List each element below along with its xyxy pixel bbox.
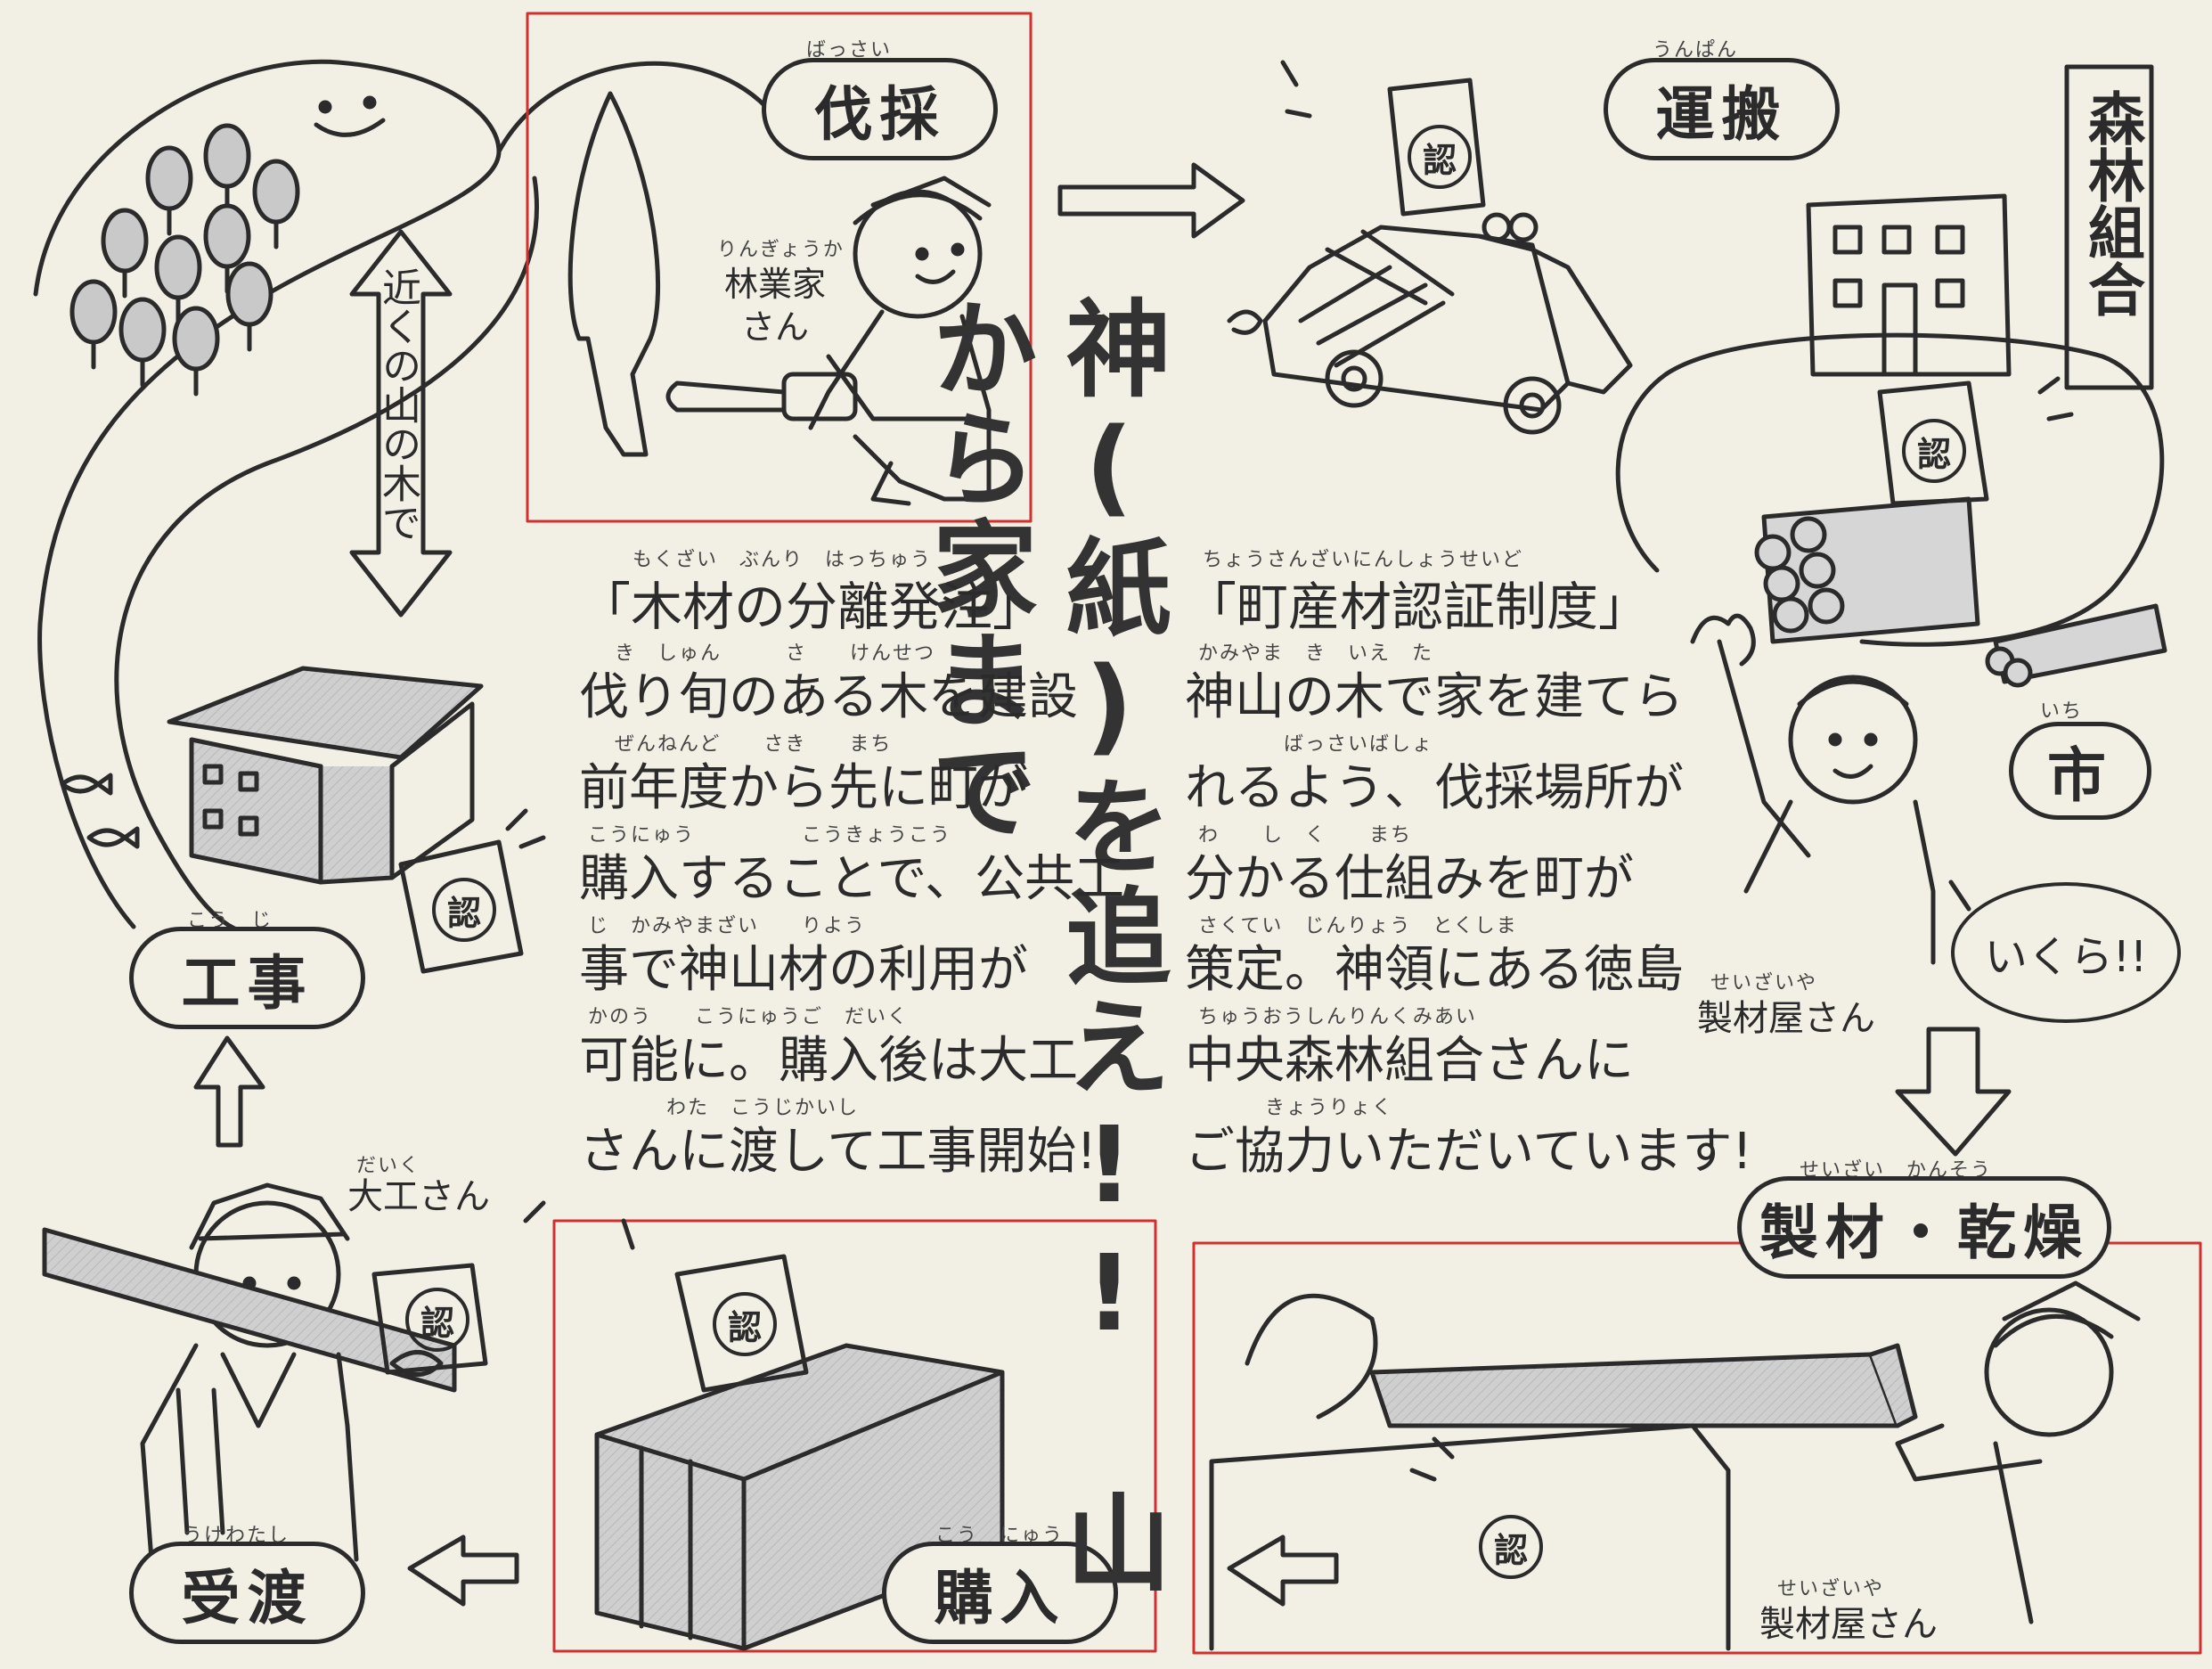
right-ruby-3: わ し く まち bbox=[1198, 824, 1413, 847]
nin-stamp-kounyu: 認 bbox=[713, 1292, 777, 1356]
left-ruby-4: じ かみやまざい りよう bbox=[588, 915, 867, 937]
unpan-ruby: うんぱん bbox=[1653, 39, 1739, 61]
seizaiya-bottom-ruby: せいざいや bbox=[1777, 1578, 1885, 1600]
step-ukewatashi-label: 受渡 bbox=[181, 1563, 314, 1632]
ringyouka-ruby: りんぎょうか bbox=[717, 239, 845, 261]
daiku-label: 大工さん bbox=[347, 1176, 490, 1217]
step-seizai-label: 製材・乾燥 bbox=[1759, 1198, 2089, 1267]
left-ruby-1: き しゅん さ けんせつ bbox=[615, 642, 936, 665]
chikaku-arrow-text: 近くの山の木で bbox=[375, 267, 420, 542]
main-title: 神(紙)を追え!! 山から家まで bbox=[914, 294, 1171, 1599]
nin-stamp-daiku: 認 bbox=[405, 1288, 469, 1352]
nin-card-kouji bbox=[398, 839, 524, 974]
distance-double-arrow bbox=[349, 229, 453, 618]
sawmill-person-top bbox=[1690, 613, 1936, 965]
left-ruby-3: こうにゅう こうきょうこう bbox=[588, 824, 952, 847]
step-bassai: 伐採 bbox=[762, 58, 998, 160]
left-ruby-5: かのう こうにゅうご だいく bbox=[588, 1006, 910, 1028]
sawmill-scene bbox=[1209, 1280, 2141, 1651]
right-line-2: れるよう、伐採場所が bbox=[1185, 759, 1684, 817]
forester-figure bbox=[665, 176, 992, 506]
ichi-ruby: いち bbox=[2040, 700, 2084, 723]
step-ichi-label: 市 bbox=[2047, 741, 2113, 810]
bassai-frame bbox=[526, 12, 1033, 523]
step-kouji: 工事 bbox=[129, 927, 365, 1029]
right-paragraph: 「町産材認証制度」 神山の木で家を建てら れるよう、伐採場所が 分かる仕組みを町… bbox=[1185, 561, 1752, 1198]
kumiai-sign-text: 森林組合 bbox=[2078, 89, 2144, 317]
ikura-text: いくら!! bbox=[1984, 932, 2148, 982]
logs-stack bbox=[1754, 496, 2167, 688]
step-kouji-label: 工事 bbox=[181, 948, 314, 1018]
fish-2 bbox=[86, 826, 140, 849]
house-drawing bbox=[167, 666, 484, 885]
right-heading-ruby: ちょうさんざいにんしょうせいど bbox=[1203, 549, 1524, 571]
right-line-4: 策定。神領にある徳島 bbox=[1185, 941, 1684, 999]
step-bassai-label: 伐採 bbox=[813, 79, 946, 149]
kounyu-frame bbox=[552, 1219, 1157, 1653]
left-paragraph: 「木材の分離発注」 伐り旬のある木を建設 前年度から先に町が 購入することで、公… bbox=[579, 561, 1124, 1198]
fish-1 bbox=[60, 773, 113, 796]
truck-drawing bbox=[1227, 78, 1633, 435]
step-kounyu: 購入 bbox=[882, 1542, 1118, 1644]
right-ruby-1: かみやま き いえ た bbox=[1198, 642, 1434, 665]
left-line-4: 事で神山材の利用が bbox=[579, 941, 1028, 999]
step-ukewatashi: 受渡 bbox=[129, 1542, 365, 1644]
right-ruby-6: きょうりょく bbox=[1265, 1097, 1394, 1119]
right-ruby-2: ばっさいばしょ bbox=[1198, 733, 1434, 756]
lumber-stack bbox=[594, 1343, 1005, 1651]
arrow-down-right bbox=[1895, 1027, 2012, 1157]
right-line-5: 中央森林組合さんに bbox=[1185, 1032, 1634, 1090]
forest-trees bbox=[69, 123, 300, 397]
step-ichi: 市 bbox=[2009, 722, 2151, 820]
carpenter-figure bbox=[42, 1182, 488, 1562]
seizaiya-top-label: 製材屋さん bbox=[1697, 998, 1875, 1039]
left-line-3: 購入することで、公共工 bbox=[579, 850, 1125, 908]
right-line-3: 分かる仕組みを町が bbox=[1185, 850, 1634, 908]
left-ruby-2: ぜんねんど さき まち bbox=[615, 733, 893, 756]
ringyouka-label: 林業家さん bbox=[713, 263, 837, 348]
step-seizai: 製材・乾燥 bbox=[1737, 1176, 2111, 1279]
arrow-left-bottom-left bbox=[407, 1534, 519, 1607]
nin-stamp-truck: 認 bbox=[1408, 125, 1472, 189]
right-heading: 「町産材認証制度」 bbox=[1185, 577, 1651, 637]
kumiai-sign bbox=[2064, 64, 2154, 390]
arrow-up-left bbox=[193, 1035, 265, 1148]
left-line-1: 伐り旬のある木を建設 bbox=[579, 668, 1078, 726]
ringyouka-text: 林業家さん bbox=[723, 265, 826, 347]
mountain-outline bbox=[33, 59, 502, 929]
left-heading: 「木材の分離発注」 bbox=[579, 577, 1045, 637]
nin-stamp-seizai: 認 bbox=[1479, 1515, 1543, 1579]
seizai-frame bbox=[1192, 1241, 2202, 1655]
left-line-6: さんに渡して工事開始! bbox=[579, 1123, 1097, 1181]
left-line-2: 前年度から先に町が bbox=[579, 759, 1028, 817]
bassai-ruby: ばっさい bbox=[806, 39, 893, 61]
step-kounyu-label: 購入 bbox=[934, 1563, 1066, 1632]
right-line-6: ご協力いただいています! bbox=[1185, 1123, 1752, 1181]
kumiai-building bbox=[1806, 193, 2012, 377]
step-unpan: 運搬 bbox=[1604, 58, 1840, 160]
right-line-1: 神山の木で家を建てら bbox=[1185, 668, 1684, 726]
left-line-5: 可能に。購入後は大工 bbox=[579, 1032, 1078, 1090]
cut-tree bbox=[567, 91, 661, 457]
step-unpan-label: 運搬 bbox=[1655, 79, 1788, 149]
right-ruby-4: さくてい じんりょう とくしま bbox=[1198, 915, 1518, 937]
daiku-ruby: だいく bbox=[356, 1155, 421, 1177]
seizaiya-top-ruby: せいざいや bbox=[1710, 972, 1818, 994]
left-heading-ruby: もくざい ぶんり はっちゅう bbox=[633, 549, 933, 571]
nin-stamp-kouji: 認 bbox=[432, 878, 496, 942]
seizaiya-bottom-label: 製材屋さん bbox=[1759, 1604, 1938, 1645]
winding-road bbox=[114, 61, 769, 938]
ikura-bubble: いくら!! bbox=[1951, 882, 2181, 1023]
left-ruby-6: わた こうじかいし bbox=[624, 1097, 860, 1119]
arrow-right-top bbox=[1057, 162, 1245, 239]
arrow-left-bottom-right bbox=[1227, 1534, 1339, 1607]
right-ruby-5: ちゅうおうしんりんくみあい bbox=[1198, 1006, 1477, 1028]
nin-stamp-market: 認 bbox=[1902, 419, 1966, 483]
